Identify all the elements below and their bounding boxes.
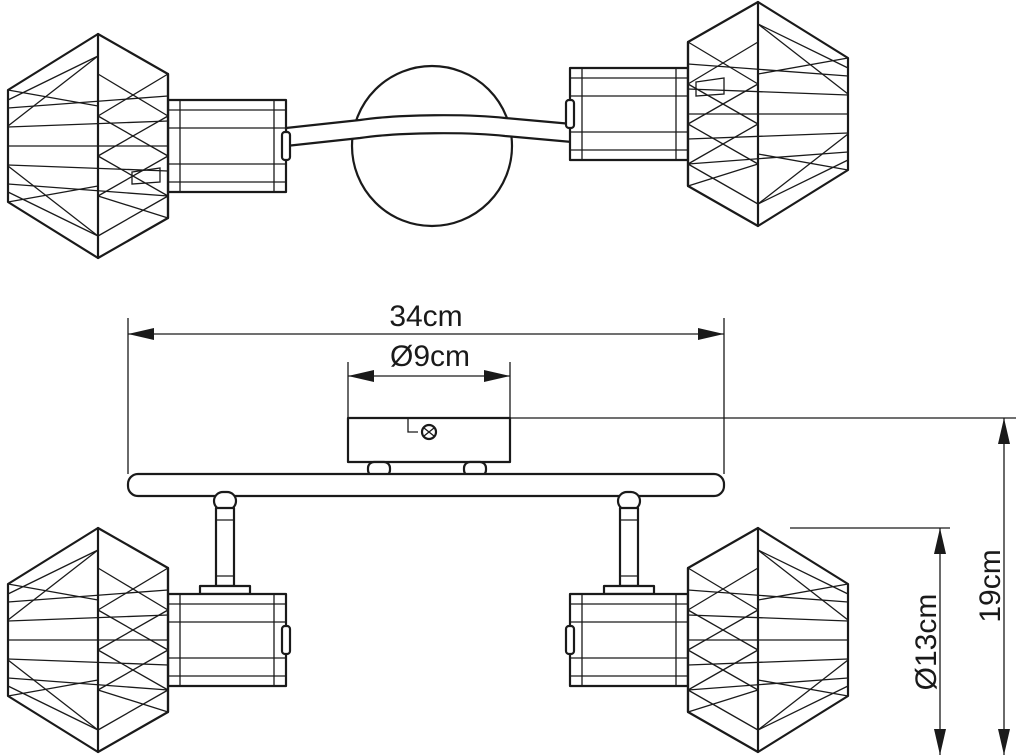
front-left-spot [6,526,292,754]
ceiling-base-plate [350,64,514,228]
shade-diameter-label: Ø13cm [910,594,943,691]
front-right-spot [564,526,850,754]
height-dimension: 19cm [510,417,1016,755]
width-dimension: 34cm [127,300,725,474]
base-diameter-label: Ø9cm [390,340,470,373]
width-label: 34cm [389,300,462,333]
height-label: 19cm [974,549,1007,622]
shade-diameter-dimension: Ø13cm [790,527,950,755]
top-left-spot [6,32,292,260]
top-view [6,0,850,260]
top-right-spot [564,0,850,228]
base-diameter-dimension: Ø9cm [347,340,511,418]
left-stem [198,490,252,596]
right-stem [602,490,656,596]
mounting-bar [126,472,726,498]
front-view [6,416,850,754]
